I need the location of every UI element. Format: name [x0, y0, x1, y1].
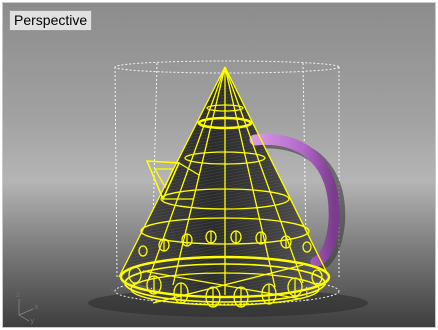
3d-scene[interactable]: x z y [3, 3, 435, 327]
axis-triad [18, 299, 34, 322]
wireframe-curves [118, 66, 331, 308]
axis-z-label: z [16, 290, 20, 299]
viewport-title-tab[interactable]: Perspective [9, 10, 93, 31]
axis-y-label: y [30, 316, 35, 325]
teapot-handle[interactable] [249, 133, 346, 271]
perspective-viewport[interactable]: x z y Perspective [2, 2, 436, 328]
axis-x-label: x [34, 302, 39, 311]
teapot-body[interactable] [119, 67, 329, 298]
